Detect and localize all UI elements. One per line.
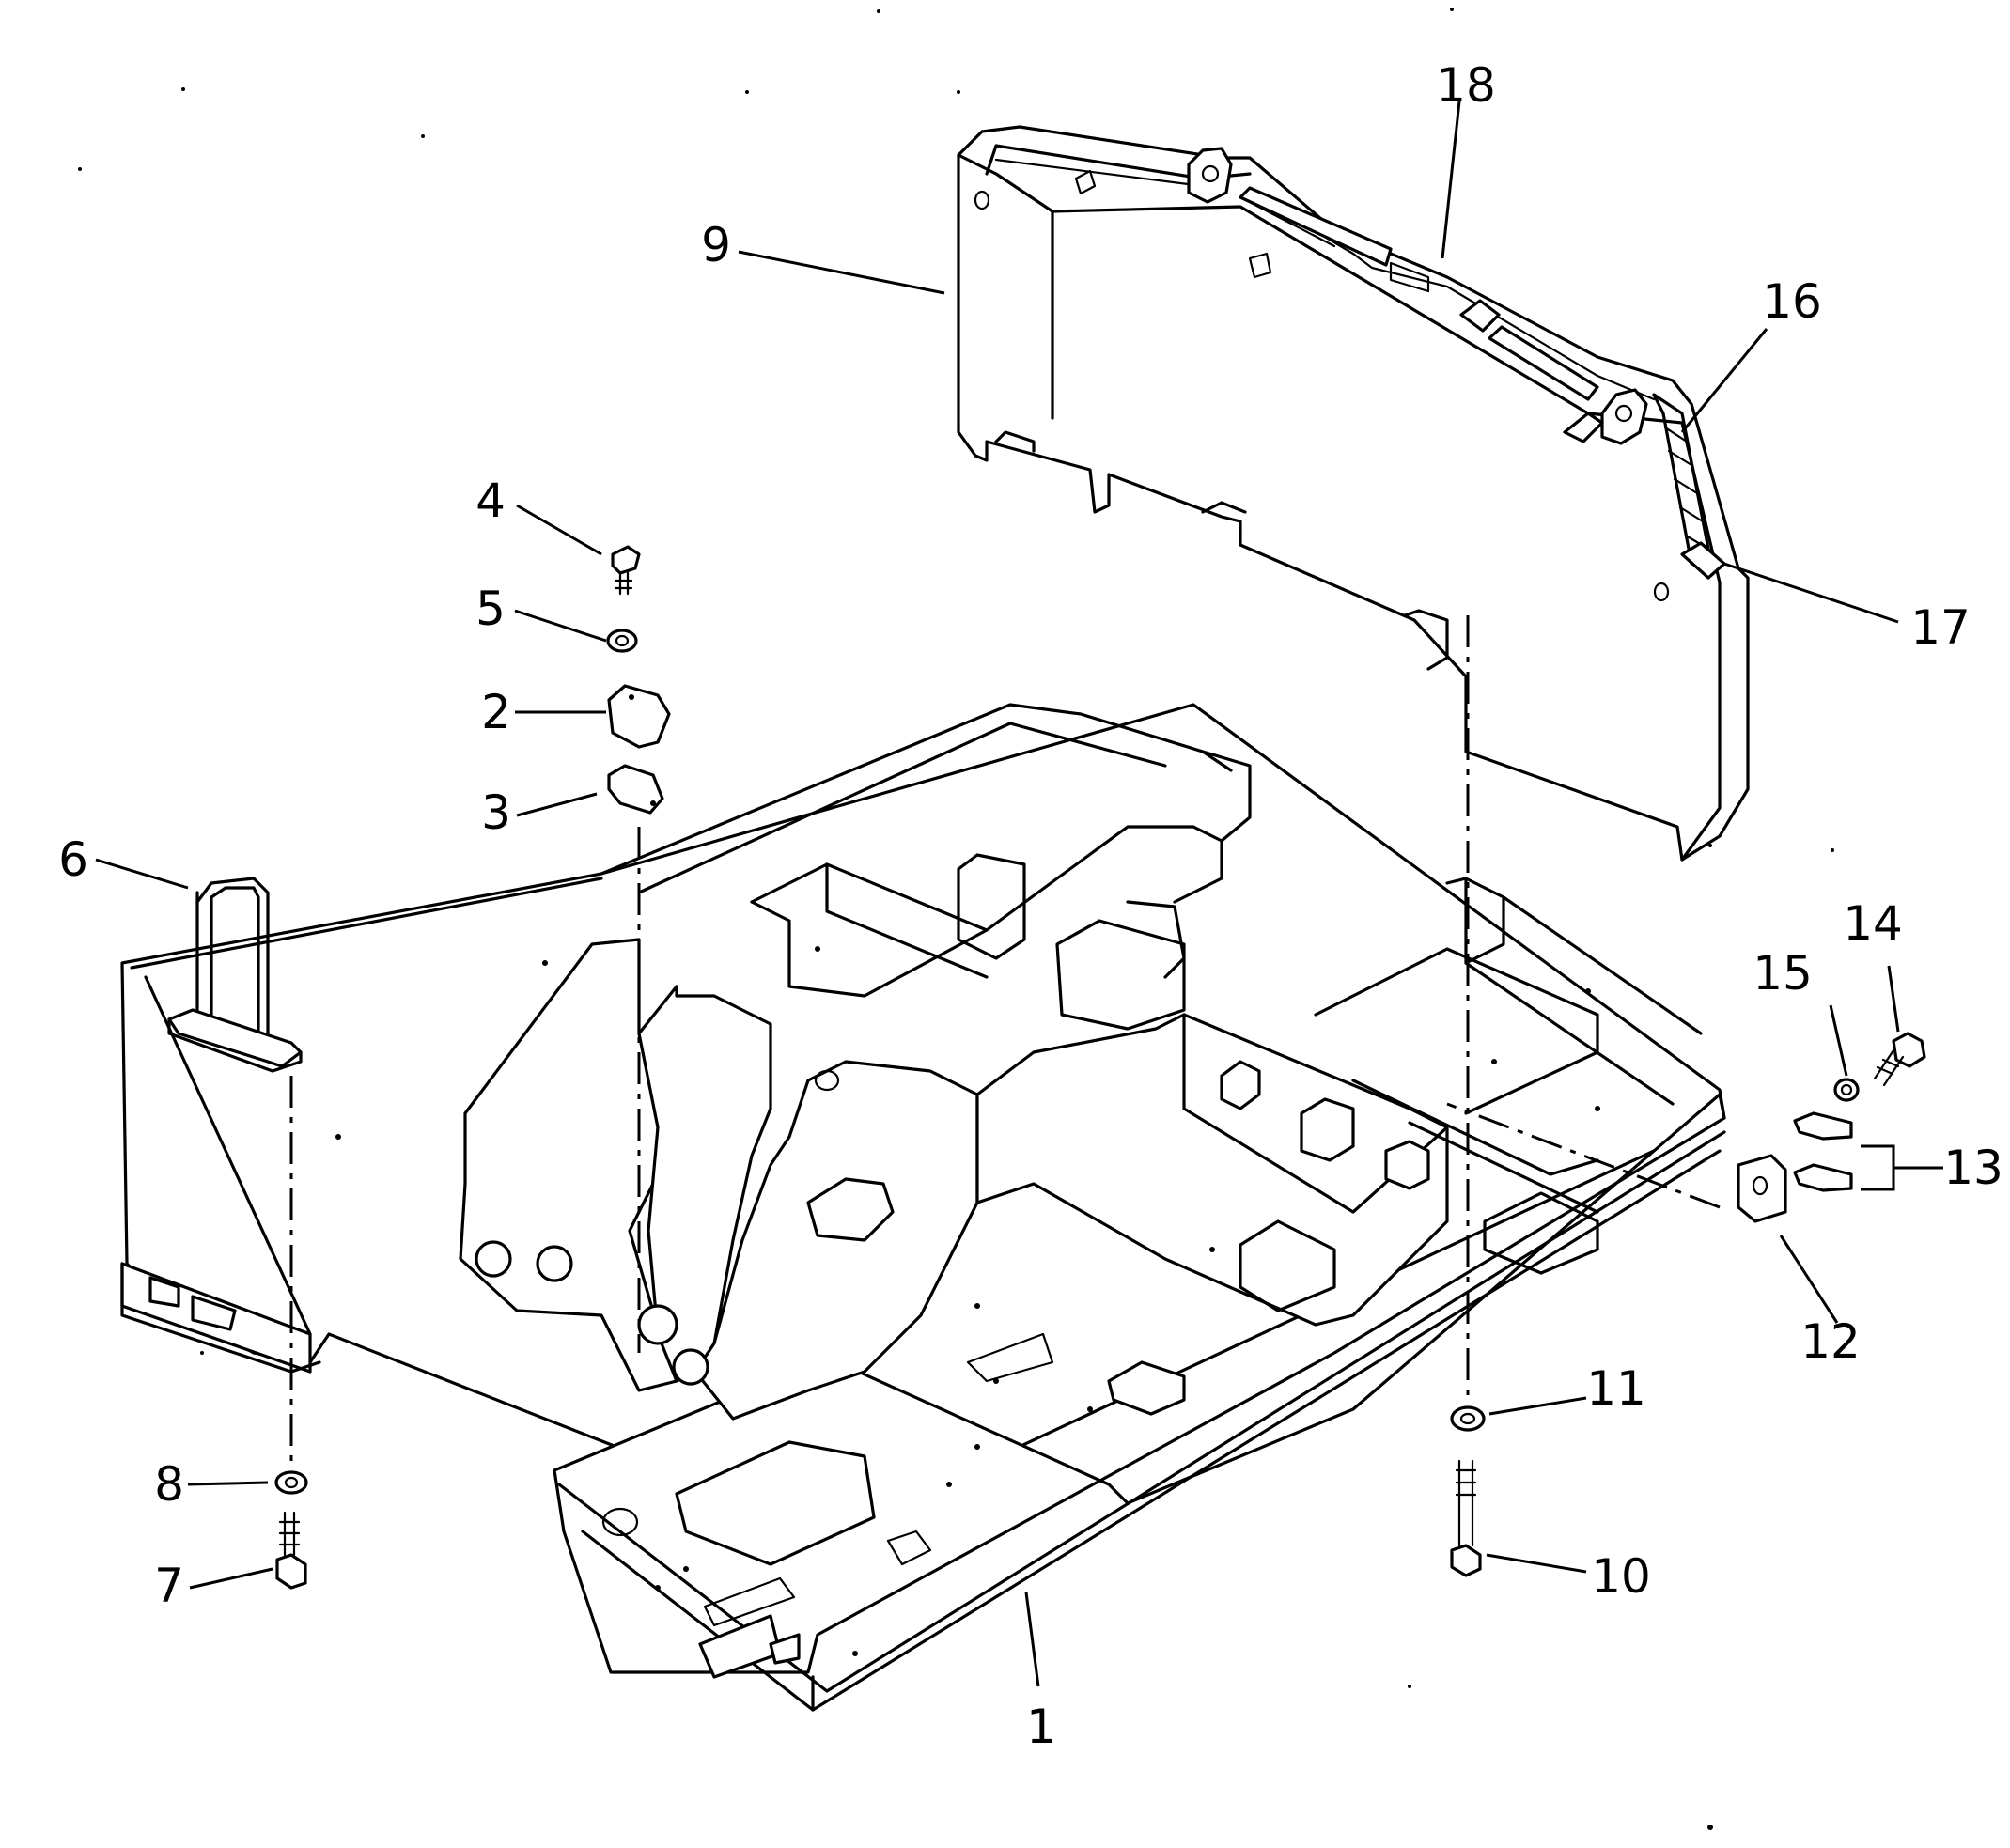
callout-6: 6 [58,832,88,887]
bolt-part-14 [1873,1032,1926,1087]
leader-lines [95,101,1943,1687]
assembly-centerlines [289,615,1721,1461]
callout-4: 4 [475,474,506,528]
handrail-part-6 [167,877,303,1073]
callout-9: 9 [701,218,731,272]
bolt-part-10 [1450,1459,1482,1577]
callout-14: 14 [1843,896,1903,951]
gasket-part-3 [607,764,664,815]
bracket-part-12 [1737,1154,1787,1223]
callout-labels: 1 2 3 4 5 6 7 8 9 10 11 12 13 14 15 16 1… [58,58,2003,1754]
washer-part-15 [1833,1078,1860,1102]
callout-17: 17 [1910,600,1971,655]
plug-part-4 [611,545,641,596]
callout-18: 18 [1436,58,1496,113]
washer-part-11 [1450,1405,1486,1432]
scan-specks [78,8,1834,1830]
plate-part-2 [607,684,671,749]
callout-3: 3 [481,785,511,840]
callout-11: 11 [1586,1361,1646,1416]
callout-7: 7 [154,1559,184,1613]
callout-5: 5 [475,582,506,636]
callout-2: 2 [481,685,511,739]
washer-part-8 [274,1470,308,1495]
revolving-frame [120,703,1726,1712]
shims-part-13 [1793,1111,1853,1192]
callout-8: 8 [154,1457,184,1512]
washer-part-5 [606,629,638,653]
callout-12: 12 [1800,1314,1861,1369]
callout-13: 13 [1943,1141,2003,1195]
bolt-part-7 [275,1511,307,1590]
callout-10: 10 [1591,1549,1651,1604]
counterweight [957,125,1750,862]
callout-1: 1 [1026,1700,1056,1754]
callout-16: 16 [1762,274,1822,329]
callout-15: 15 [1753,946,1813,1001]
